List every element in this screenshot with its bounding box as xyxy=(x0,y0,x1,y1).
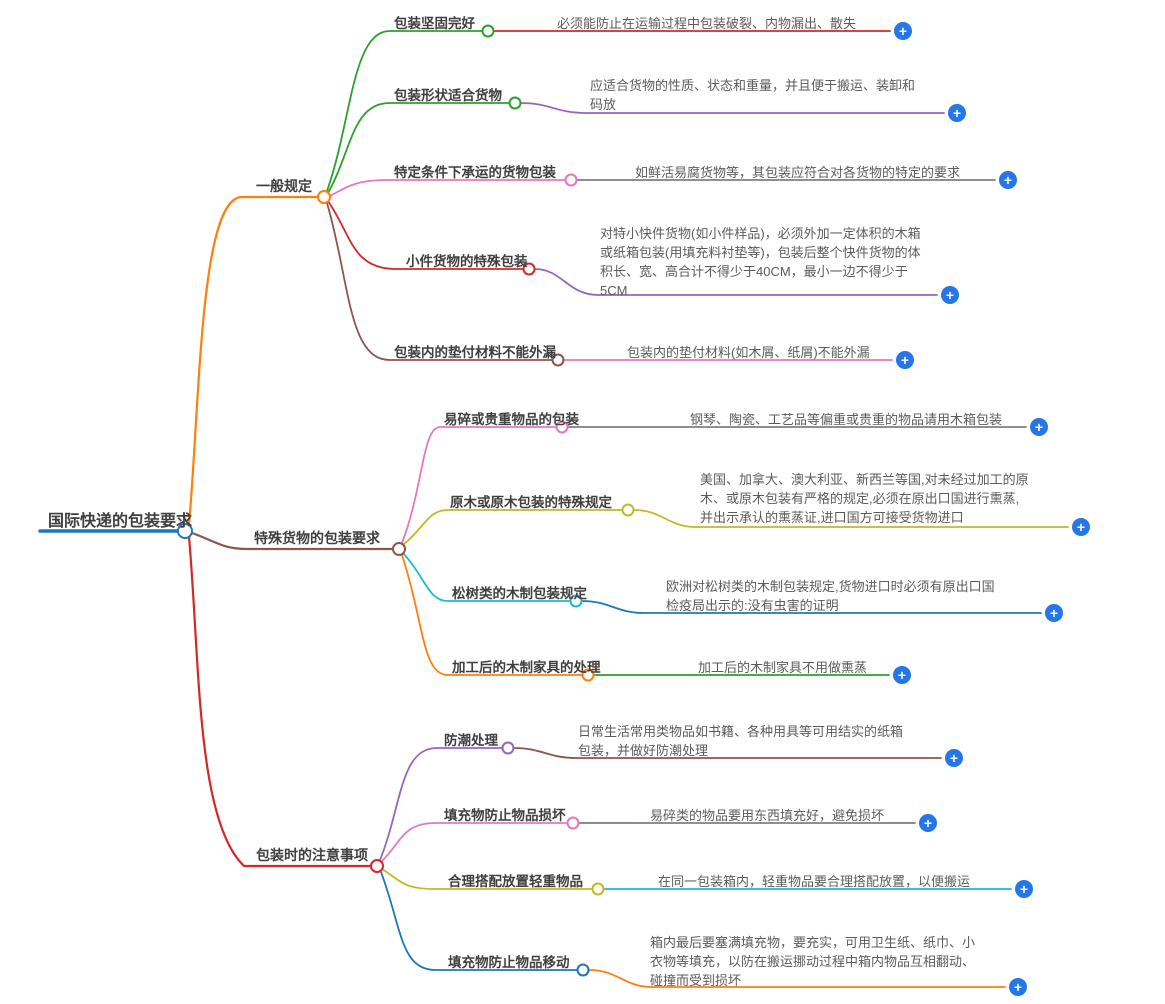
plus-icon: + xyxy=(1003,172,1013,188)
leaf-description[interactable]: 必须能防止在运输过程中包装破裂、内物漏出、散失 xyxy=(557,16,857,31)
expand-button[interactable]: + xyxy=(1072,518,1090,536)
plus-icon: + xyxy=(900,352,910,368)
expand-button[interactable]: + xyxy=(945,749,963,767)
leaf-description[interactable]: 加工后的木制家具不用做熏蒸 xyxy=(698,660,868,675)
node-circle[interactable] xyxy=(317,190,331,204)
node-circle[interactable] xyxy=(481,24,495,38)
plus-icon: + xyxy=(897,667,907,683)
level2-node-label[interactable]: 包装内的垫付材料不能外漏 xyxy=(394,345,556,360)
leaf-description[interactable]: 美国、加拿大、澳大利亚、新西兰等国,对未经过加工的原木、或原木包装有严格的规定,… xyxy=(700,472,1029,525)
branch-line xyxy=(187,535,373,868)
plus-icon: + xyxy=(945,287,955,303)
expand-button[interactable]: + xyxy=(894,22,912,40)
expand-button[interactable]: + xyxy=(893,666,911,684)
level2-node-label[interactable]: 填充物防止物品损坏 xyxy=(444,808,566,823)
level2-node-label[interactable]: 原木或原木包装的特殊规定 xyxy=(450,495,612,510)
leaf-description[interactable]: 箱内最后要塞满填充物，要充实，可用卫生纸、纸巾、小衣物等填充，以防在搬运挪动过程… xyxy=(650,935,976,988)
node-circle[interactable] xyxy=(566,816,580,830)
leaf-description[interactable]: 易碎类的物品要用东西填充好，避免损坏 xyxy=(650,808,885,823)
branch-line xyxy=(381,868,593,890)
node-circle[interactable] xyxy=(177,523,193,539)
plus-icon: + xyxy=(1076,519,1086,535)
node-circle[interactable] xyxy=(564,173,578,187)
branch-line xyxy=(379,747,503,861)
branch-line xyxy=(402,552,571,602)
expand-button[interactable]: + xyxy=(896,351,914,369)
leaf-description[interactable]: 包装内的垫付材料(如木屑、纸屑)不能外漏 xyxy=(627,345,870,360)
node-circle[interactable] xyxy=(555,420,569,434)
leaf-line xyxy=(581,600,1042,614)
branch-line xyxy=(326,30,483,192)
plus-icon: + xyxy=(1034,419,1044,435)
level1-node-label[interactable]: 一般规定 xyxy=(256,178,312,194)
branch-line xyxy=(380,871,578,971)
node-circle[interactable] xyxy=(621,503,635,517)
expand-button[interactable]: + xyxy=(1030,418,1048,436)
branch-line xyxy=(187,195,320,527)
expand-button[interactable]: + xyxy=(1015,880,1033,898)
leaf-line xyxy=(520,102,945,114)
plus-icon: + xyxy=(949,750,959,766)
branch-line xyxy=(401,426,557,544)
plus-icon: + xyxy=(1049,605,1059,621)
level2-node-label[interactable]: 包装形状适合货物 xyxy=(394,88,502,103)
branch-line xyxy=(380,822,568,863)
node-circle[interactable] xyxy=(392,542,406,556)
leaf-description[interactable]: 欧洲对松树类的木制包装规定,货物进口时必须有原出口国检疫局出示的:没有虫害的证明 xyxy=(666,579,995,613)
leaf-description[interactable]: 在同一包装箱内，轻重物品要合理搭配放置，以便搬运 xyxy=(658,874,971,889)
node-circle[interactable] xyxy=(581,668,595,682)
branch-line xyxy=(329,179,566,197)
leaf-line xyxy=(633,509,1069,528)
leaf-line xyxy=(588,969,1006,988)
plus-icon: + xyxy=(923,815,933,831)
expand-button[interactable]: + xyxy=(941,286,959,304)
node-circle[interactable] xyxy=(591,882,605,896)
branch-line xyxy=(327,200,524,270)
node-circle[interactable] xyxy=(370,859,384,873)
level2-node-label[interactable]: 填充物防止物品移动 xyxy=(448,955,570,970)
node-circle[interactable] xyxy=(522,262,536,276)
expand-button[interactable]: + xyxy=(948,104,966,122)
level1-node-label[interactable]: 包装时的注意事项 xyxy=(256,847,368,863)
branch-line xyxy=(401,554,583,676)
leaf-description[interactable]: 日常生活常用类物品如书籍、各种用具等可用结实的纸箱包装，并做好防潮处理 xyxy=(578,724,904,758)
level2-node-label[interactable]: 防潮处理 xyxy=(444,733,498,748)
node-circle[interactable] xyxy=(551,353,565,367)
expand-button[interactable]: + xyxy=(1009,978,1027,996)
plus-icon: + xyxy=(952,105,962,121)
node-circle[interactable] xyxy=(501,741,515,755)
node-circle[interactable] xyxy=(508,96,522,110)
expand-button[interactable]: + xyxy=(999,171,1017,189)
node-circle[interactable] xyxy=(576,963,590,977)
level1-node-label[interactable]: 特殊货物的包装要求 xyxy=(254,530,380,546)
leaf-description[interactable]: 钢琴、陶瓷、工艺品等偏重或贵重的物品请用木箱包装 xyxy=(690,412,1003,427)
expand-button[interactable]: + xyxy=(1045,604,1063,622)
level2-node-label[interactable]: 易碎或贵重物品的包装 xyxy=(444,412,579,427)
plus-icon: + xyxy=(898,23,908,39)
leaf-description[interactable]: 应适合货物的性质、状态和重量，并且便于搬运、装卸和码放 xyxy=(590,78,916,112)
leaf-line xyxy=(513,747,942,759)
branch-line xyxy=(327,102,510,194)
level2-node-label[interactable]: 特定条件下承运的货物包装 xyxy=(394,165,556,180)
branch-line xyxy=(402,509,623,546)
leaf-line xyxy=(534,268,938,296)
root-node-label[interactable]: 国际快递的包装要求 xyxy=(48,513,193,530)
level2-node-label[interactable]: 合理搭配放置轻重物品 xyxy=(448,874,583,889)
level2-node-label[interactable]: 包装坚固完好 xyxy=(394,16,475,31)
leaf-description[interactable]: 对特小快件货物(如小件样品)，必须外加一定体积的木箱或纸箱包装(用填充料衬垫等)… xyxy=(600,226,921,298)
level2-node-label[interactable]: 松树类的木制包装规定 xyxy=(452,586,587,601)
plus-icon: + xyxy=(1013,979,1023,995)
level2-node-label[interactable]: 加工后的木制家具的处理 xyxy=(452,660,601,675)
branch-line xyxy=(326,202,553,361)
expand-button[interactable]: + xyxy=(919,814,937,832)
branch-line xyxy=(190,531,395,551)
level2-node-label[interactable]: 小件货物的特殊包装 xyxy=(406,254,528,269)
leaf-description[interactable]: 如鲜活易腐货物等，其包装应符合对各货物的特定的要求 xyxy=(635,165,961,180)
node-circle[interactable] xyxy=(569,594,583,608)
plus-icon: + xyxy=(1019,881,1029,897)
